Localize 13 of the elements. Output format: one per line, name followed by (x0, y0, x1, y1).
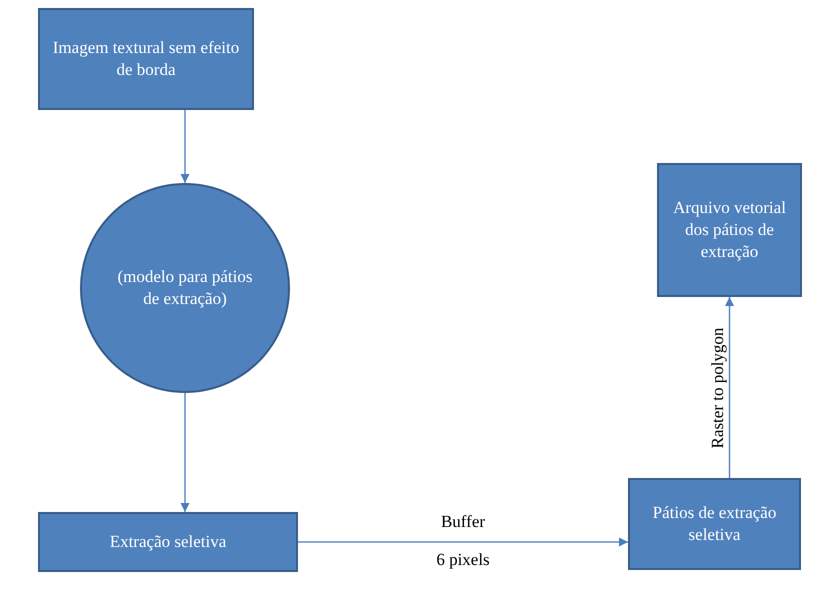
process-box (628, 478, 801, 570)
node-text: (modelo para pátios de extração) (116, 266, 254, 310)
node-text: Extração seletiva (110, 530, 226, 553)
node-text: Arquivo vetorial dos pátios de extração (672, 196, 787, 264)
node-text: Imagem textural sem efeito de borda (52, 36, 240, 81)
process-box (657, 163, 802, 297)
arrow (180, 393, 190, 512)
arrow (724, 297, 734, 478)
node-text: Pátios de extração seletiva (652, 502, 778, 546)
arrow (180, 110, 190, 183)
arrow (298, 537, 628, 547)
process-box (38, 512, 298, 572)
process-box (38, 8, 254, 110)
